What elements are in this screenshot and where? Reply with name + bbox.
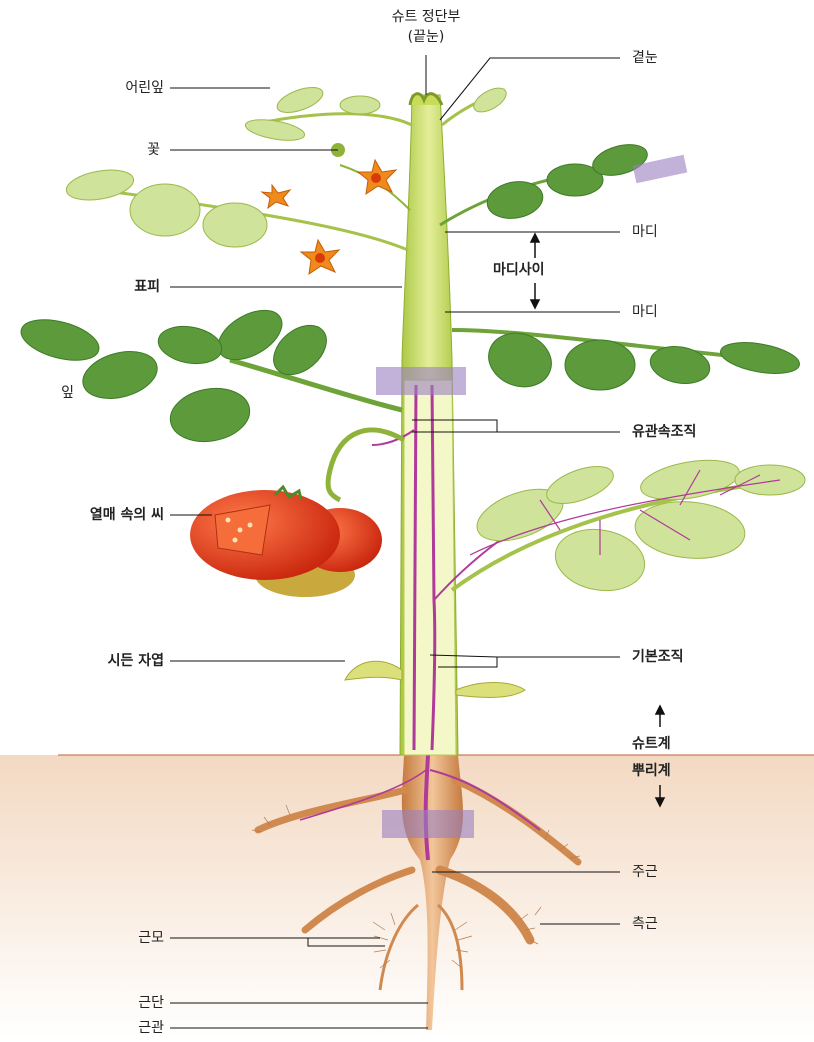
label-shoot-apex: 슈트 정단부 [392,10,461,24]
label-flower: 꽃 [147,143,160,157]
label-node-lower: 마디 [632,305,658,319]
label-epidermis: 표피 [134,280,160,294]
label-root-tip: 근단 [138,996,164,1010]
label-ground-tissue: 기본조직 [632,650,684,664]
label-lateral-root: 측근 [632,917,658,931]
label-root-system: 뿌리계 [632,764,671,778]
label-shoot-apex-sub: (끝눈) [408,30,445,44]
label-internode: 마디사이 [493,263,545,277]
label-vascular-tissue: 유관속조직 [632,425,696,439]
label-taproot: 주근 [632,865,658,879]
label-node-upper: 마디 [632,225,658,239]
label-withered-cotyledon: 시든 자엽 [108,654,164,668]
label-root-cap: 근관 [138,1021,164,1035]
tomatoes-drawing [190,430,404,597]
label-axillary-bud: 곁눈 [632,51,658,65]
label-seed-in-fruit: 열매 속의 씨 [90,508,164,522]
label-root-hair: 근모 [138,931,164,945]
label-young-leaf: 어린잎 [125,81,164,95]
flowers-drawing [262,143,410,274]
label-leaf: 잎 [61,386,74,400]
label-shoot-system: 슈트계 [632,737,671,751]
